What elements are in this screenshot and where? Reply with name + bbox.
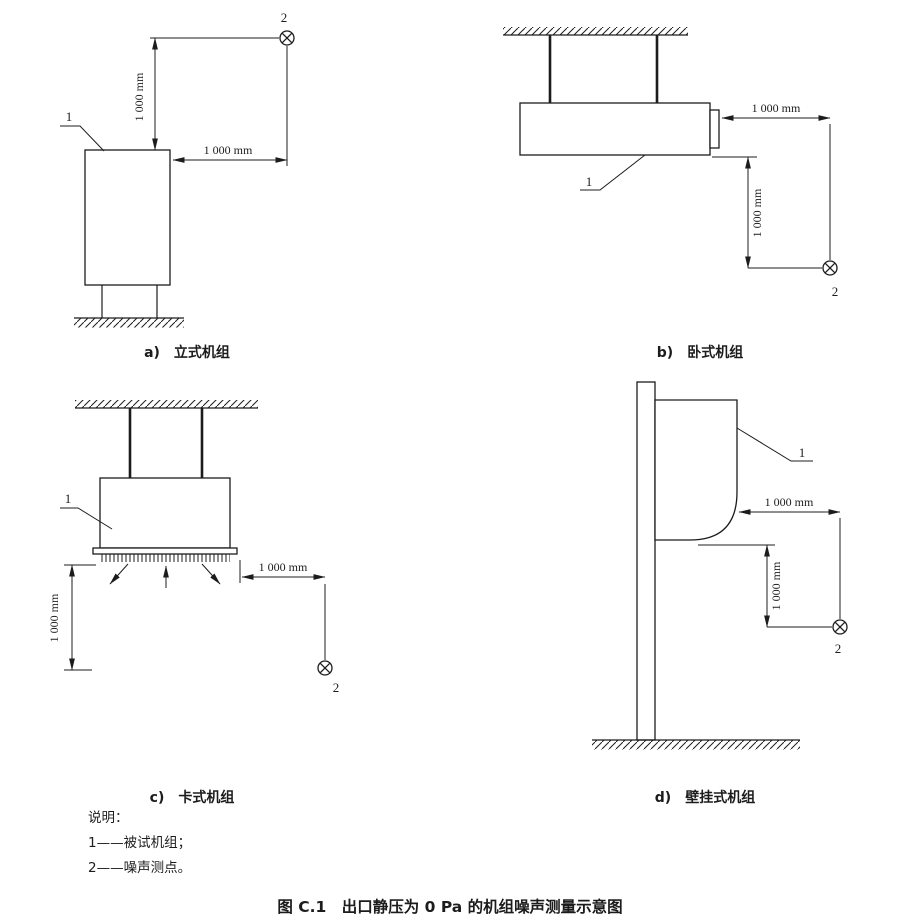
unit-a-ref-label: 1 [66,109,73,124]
unit-d-body [654,399,738,541]
ceiling-hatch-b [503,27,688,35]
figure-main-caption: 图 C.1 出口静压为 0 Pa 的机组噪声测量示意图 [277,897,622,916]
caption-c: c) 卡式机组 [150,789,235,806]
airflow-arrow-right [201,563,221,585]
legend-item-mic: 2——噪声测点。 [88,860,191,876]
dim-b-vertical-label: 1 000 mm [750,188,764,237]
dim-c-horizontal-label: 1 000 mm [259,560,308,574]
unit-a-body [84,149,171,286]
legend: 说明： 1——被试机组； 2——噪声测点。 [88,810,191,876]
leader-a-unit [60,125,105,152]
unit-c-panel [92,547,238,555]
ground-hatch-a [74,318,184,328]
noise-point-c-icon [317,660,333,676]
legend-item-unit: 1——被试机组； [88,835,191,851]
unit-c-body [99,477,231,549]
noise-point-d-icon [832,619,848,635]
ceiling-hatch-c [75,400,258,408]
noise-point-b-icon [822,260,838,276]
dim-a-vertical-label: 1 000 mm [132,72,146,121]
mic-c-ref-label: 2 [333,680,340,695]
dim-d-horizontal-label: 1 000 mm [765,495,814,509]
caption-d: d) 壁挂式机组 [655,789,755,806]
airflow-arrow-left [109,563,129,585]
unit-b-ref-label: 1 [586,174,593,189]
unit-d-ref-label: 1 [799,445,806,460]
dim-b-horizontal-label: 1 000 mm [752,101,801,115]
ground-hatch-d [592,740,800,750]
figure-c: 1 1 000 mm 1 000 mm 2 c) 卡式机组 [47,400,339,806]
mic-a-ref-label: 2 [281,10,288,25]
caption-a: a) 立式机组 [144,344,230,361]
leader-b-unit [580,154,646,191]
figure-b: 1 1 000 mm 1 000 mm 2 b) 卧式机组 [503,27,838,361]
leader-d-unit [736,427,813,462]
mic-b-ref-label: 2 [832,284,839,299]
caption-b: b) 卧式机组 [657,344,743,361]
legend-heading: 说明： [88,810,129,826]
wall-d [636,381,656,741]
leader-c-unit [60,507,113,530]
mic-d-ref-label: 2 [835,641,842,656]
figure-d: 1 1 000 mm 1 000 mm 2 d) 壁挂式机组 [592,381,848,806]
figure-a: 1 000 mm 1 000 mm 1 2 a) 立式机组 [60,10,295,361]
dim-c-vertical-label: 1 000 mm [47,593,61,642]
unit-c-grille [100,554,230,562]
dim-d-vertical-label: 1 000 mm [769,561,783,610]
dim-a-horizontal-label: 1 000 mm [204,143,253,157]
unit-c-ref-label: 1 [65,491,72,506]
unit-b-outlet [709,109,720,149]
unit-b-body [519,102,711,156]
noise-point-a-icon [279,30,295,46]
